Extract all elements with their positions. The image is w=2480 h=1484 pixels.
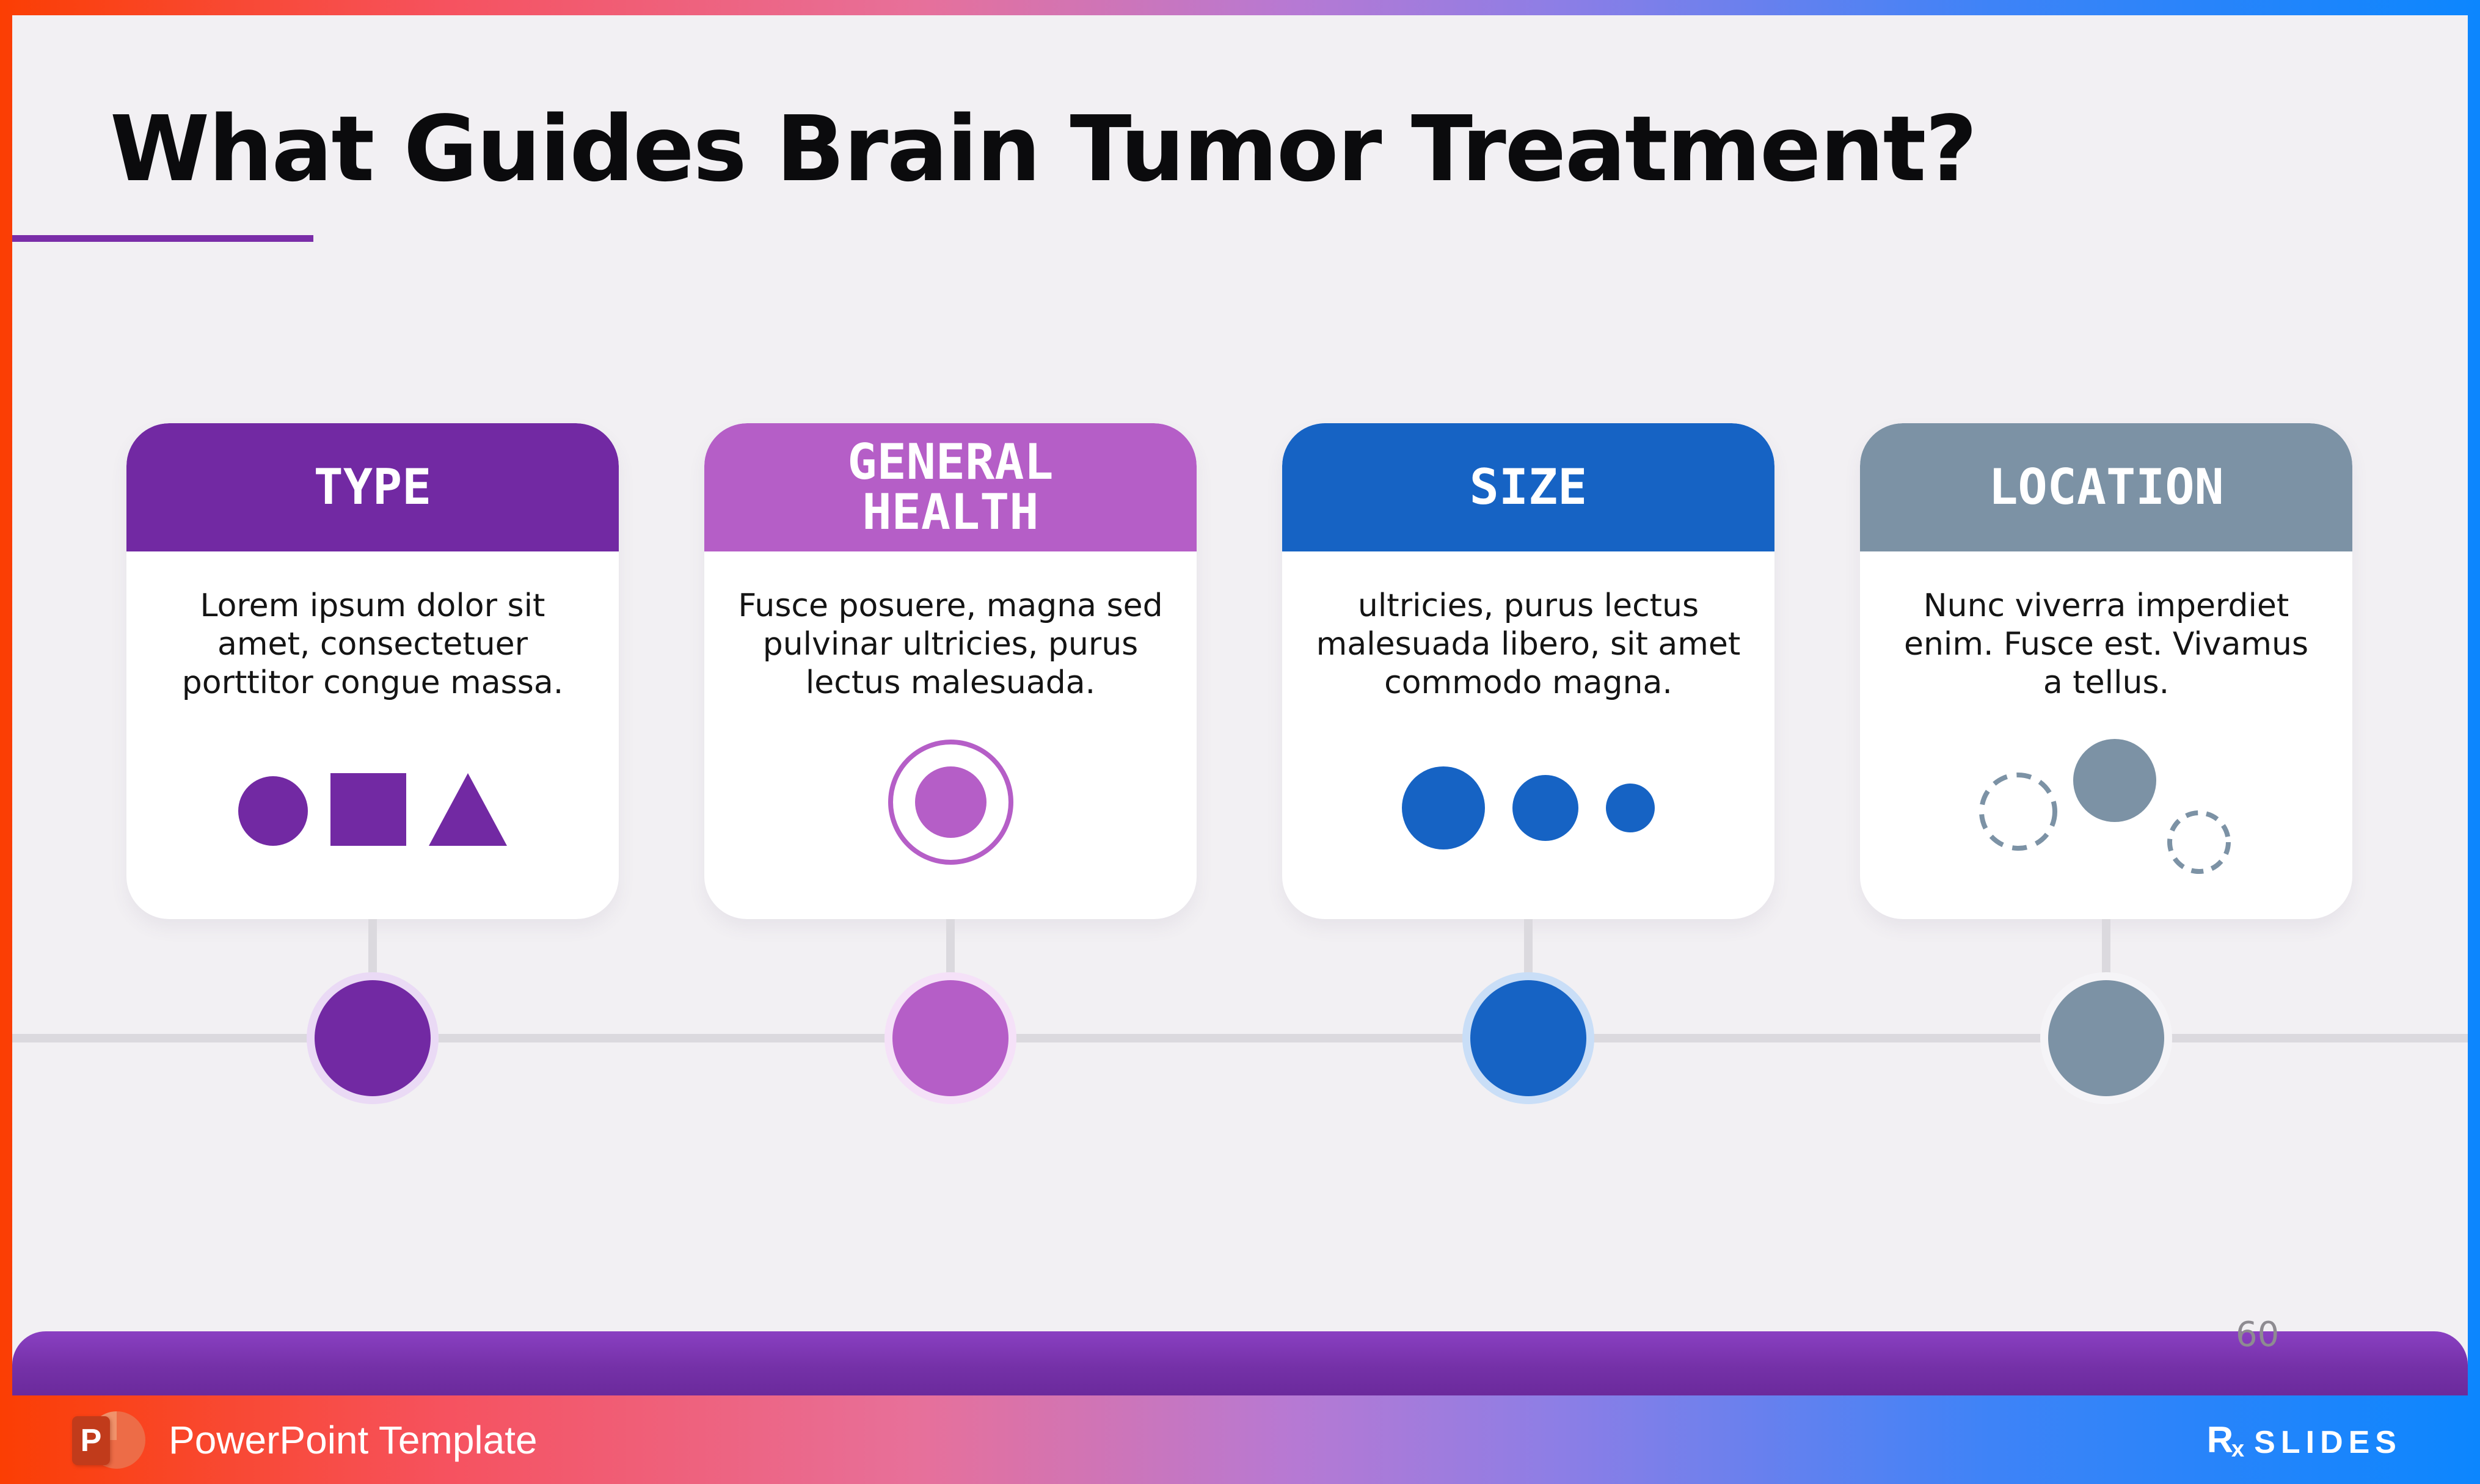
rxslides-logo-slides: SLIDES <box>2254 1424 2402 1460</box>
card-location-body: Nunc viverra imperdiet enim. Fusce est. … <box>1903 587 2309 701</box>
timeline-dot-type <box>315 980 431 1096</box>
card-connector <box>2102 919 2110 976</box>
card-location: LOCATION Nunc viverra imperdiet enim. Fu… <box>1860 423 2352 919</box>
card-column-general-health: GENERAL HEALTH Fusce posuere, magna sed … <box>704 423 1197 1096</box>
slide-canvas: What Guides Brain Tumor Treatment? TYPE … <box>12 15 2468 1395</box>
triangle-shape-icon <box>429 773 507 846</box>
card-connector <box>368 919 377 976</box>
card-general-health-header: GENERAL HEALTH <box>704 423 1197 551</box>
card-size: SIZE ultricies, purus lectus malesuada l… <box>1282 423 1774 919</box>
footer-strip: P PowerPoint Template R x SLIDES <box>0 1395 2480 1484</box>
timeline-line <box>12 1034 2468 1042</box>
powerpoint-icon-letter: P <box>72 1416 110 1465</box>
timeline-dot-general-health <box>892 980 1008 1096</box>
page-title: What Guides Brain Tumor Treatment? <box>110 96 1977 202</box>
timeline-dot-location <box>2048 980 2164 1096</box>
circle-shape-icon <box>238 776 308 846</box>
location-circles-graphic <box>1979 739 2231 874</box>
location-circles-icon <box>1860 725 2352 884</box>
big-dot-icon <box>1402 766 1485 849</box>
card-column-location: LOCATION Nunc viverra imperdiet enim. Fu… <box>1860 423 2352 1096</box>
title-underline <box>12 235 313 242</box>
dots-decreasing-icon <box>1282 766 1774 849</box>
rxslides-logo-x: x <box>2231 1436 2245 1462</box>
page-number: 60 <box>2236 1315 2280 1355</box>
bottom-accent-bar <box>12 1331 2468 1395</box>
timeline-dot-size <box>1470 980 1586 1096</box>
square-shape-icon <box>330 773 406 846</box>
target-icon <box>704 740 1197 865</box>
rxslides-logo-r: R <box>2206 1419 2234 1460</box>
footer-app-label: PowerPoint Template <box>169 1417 538 1462</box>
card-column-size: SIZE ultricies, purus lectus malesuada l… <box>1282 423 1774 1096</box>
medium-dot-icon <box>1512 775 1578 841</box>
cards-row: TYPE Lorem ipsum dolor sit amet, consect… <box>126 423 2352 1096</box>
card-connector <box>1524 919 1533 976</box>
card-location-header: LOCATION <box>1860 423 2352 551</box>
target-inner-dot <box>914 766 987 838</box>
footer-brand: P PowerPoint Template <box>72 1409 538 1471</box>
target-outer-ring <box>888 740 1013 865</box>
rxslides-logo: R x SLIDES <box>2206 1419 2402 1462</box>
card-type: TYPE Lorem ipsum dolor sit amet, consect… <box>126 423 619 919</box>
card-type-header: TYPE <box>126 423 619 551</box>
card-size-body: ultricies, purus lectus malesuada libero… <box>1316 587 1741 701</box>
card-connector <box>946 919 955 976</box>
small-dot-icon <box>1606 784 1655 832</box>
card-type-body: Lorem ipsum dolor sit amet, consectetuer… <box>181 587 564 701</box>
card-general-health-body: Fusce posuere, magna sed pulvinar ultric… <box>738 587 1163 701</box>
powerpoint-icon: P <box>72 1409 147 1471</box>
card-general-health: GENERAL HEALTH Fusce posuere, magna sed … <box>704 423 1197 919</box>
shapes-icon <box>126 773 619 846</box>
card-column-type: TYPE Lorem ipsum dolor sit amet, consect… <box>126 423 619 1096</box>
card-size-header: SIZE <box>1282 423 1774 551</box>
